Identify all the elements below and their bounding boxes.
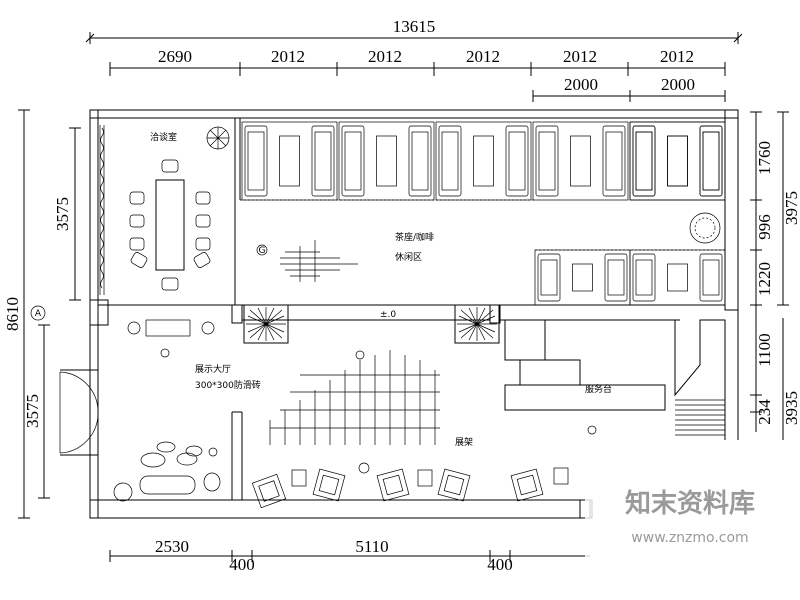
- dim-right-total-1: 3975: [782, 191, 800, 225]
- dim-second-1: 2000: [564, 75, 598, 94]
- axis-marker-g: G: [256, 244, 268, 256]
- booth-unit: [629, 121, 726, 201]
- left-window: [99, 125, 105, 295]
- booth-unit: [629, 121, 726, 201]
- exhibit-label-1: 展示大厅: [195, 363, 231, 375]
- dim-right-2: 996: [755, 214, 774, 240]
- exhibit-label-2: 300*300防滑砖: [195, 379, 261, 391]
- entrance-doors: [59, 371, 99, 454]
- dim-right-5: 234: [755, 399, 774, 425]
- dim-bottom-2: 5110: [355, 537, 388, 556]
- axis-marker-c: [355, 350, 365, 360]
- top-overall-dimension: 13615: [85, 17, 743, 44]
- top-segment-dimensions: 2690 2012 2012 2012 2012 2012: [109, 47, 726, 76]
- round-stools: [127, 319, 215, 337]
- staircase: [674, 319, 726, 440]
- potted-plant-icon: [206, 126, 230, 150]
- dim-second-2: 2000: [661, 75, 695, 94]
- watermark-text: 知末资料库: [625, 489, 755, 519]
- dim-top-6: 2012: [660, 47, 694, 66]
- lounge-label-2: 休闲区: [395, 251, 422, 263]
- axis-marker-h: [587, 425, 597, 435]
- left-dimensions: 8610 3575 3575: [3, 109, 81, 519]
- dim-right-total-2: 3935: [782, 391, 800, 425]
- watermark-url: www.znzmo.com: [631, 530, 748, 546]
- reception-counter: [280, 240, 358, 282]
- watermark-logo: 知末资料库 www.znzmo.com: [585, 440, 800, 600]
- display-shelves: [269, 350, 440, 445]
- bottom-dimensions: 2530 5110 400 400: [109, 537, 590, 574]
- overall-width-label: 13615: [393, 17, 436, 36]
- dim-bottom-gap-1: 400: [229, 555, 255, 574]
- meeting-room-label: 洽谈室: [150, 131, 177, 143]
- booth-seating-right-row: [534, 249, 726, 306]
- axis-marker-a: A: [30, 305, 46, 321]
- shelf-label: 展架: [455, 437, 473, 448]
- conference-table: 洽谈室: [129, 131, 211, 291]
- axis-marker-b: [160, 348, 170, 358]
- dim-left-upper: 3575: [53, 197, 72, 231]
- planter-left-icon: [243, 304, 289, 344]
- stone-seating: [113, 441, 221, 502]
- booth-seating-top-row: [241, 121, 726, 201]
- planter-right-icon: [454, 304, 500, 344]
- dim-top-3: 2012: [368, 47, 402, 66]
- dim-bottom-1: 2530: [155, 537, 189, 556]
- booth-unit: [629, 249, 726, 306]
- lounge-label-1: 茶座/咖啡: [395, 231, 434, 243]
- dim-right-4: 1100: [755, 333, 774, 366]
- armchairs-row: [251, 462, 569, 509]
- dim-bottom-gap-2: 400: [487, 555, 513, 574]
- round-plant-right-icon: [689, 212, 721, 244]
- dim-right-3: 1220: [755, 262, 774, 296]
- booth-unit: [532, 121, 629, 201]
- dim-right-1: 1760: [755, 141, 774, 175]
- service-counter: 服务台: [504, 319, 666, 411]
- dim-top-5: 2012: [563, 47, 597, 66]
- right-dimensions: 1760 996 1220 1100 234 3975 3935: [750, 111, 800, 440]
- booth-unit: [534, 249, 631, 306]
- dim-left-overall: 8610: [3, 297, 22, 331]
- svg-text:A: A: [35, 309, 42, 319]
- top-second-dimensions: 2000 2000: [532, 75, 726, 102]
- dim-top-1: 2690: [158, 47, 192, 66]
- booth-unit: [338, 121, 435, 201]
- structural-columns: [89, 299, 593, 519]
- counter-label: 服务台: [585, 383, 612, 395]
- level-mark: ±.0: [380, 310, 396, 320]
- booth-unit: [435, 121, 532, 201]
- svg-text:G: G: [259, 246, 266, 256]
- dim-top-2: 2012: [271, 47, 305, 66]
- dim-left-lower: 3575: [23, 394, 42, 428]
- dim-top-4: 2012: [466, 47, 500, 66]
- booth-unit: [241, 121, 338, 201]
